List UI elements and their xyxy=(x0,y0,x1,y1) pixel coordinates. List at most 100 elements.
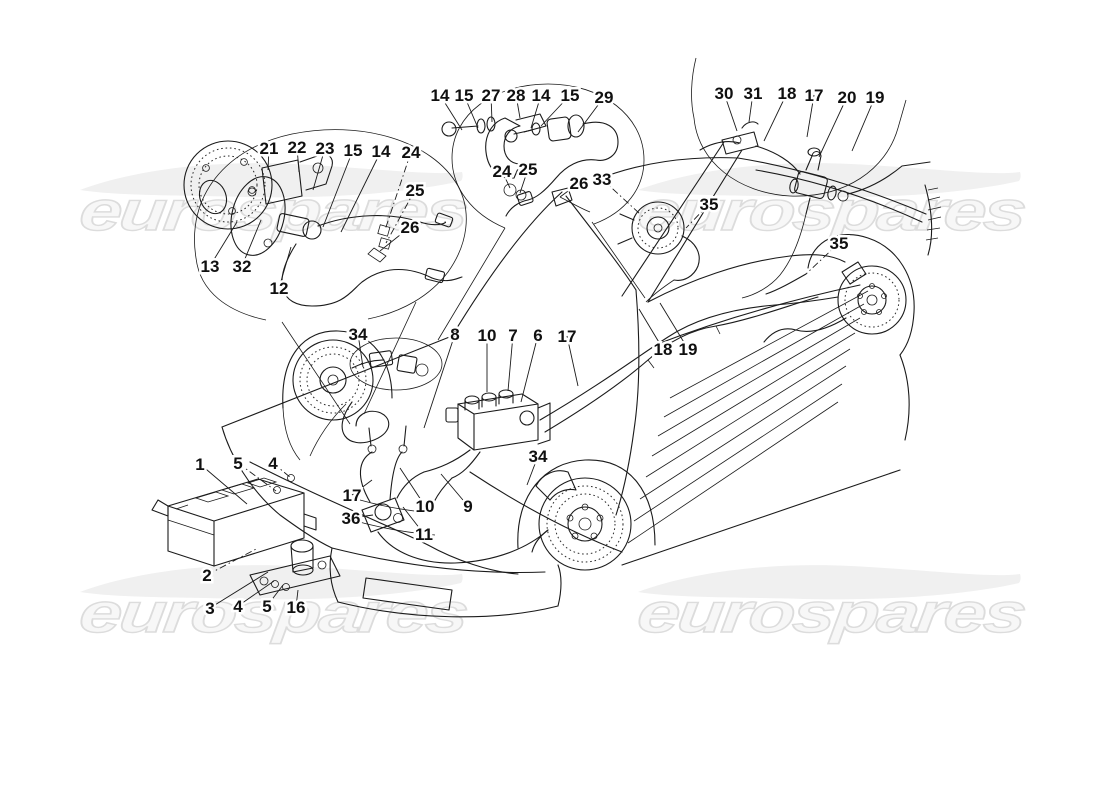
callout-label-27: 27 xyxy=(482,86,501,105)
callout-leader-25 xyxy=(385,189,416,244)
callout-label-35: 35 xyxy=(830,234,849,253)
callout-leader-36 xyxy=(350,514,374,519)
callout-label-16: 16 xyxy=(287,598,306,617)
callout-label-4: 4 xyxy=(268,454,278,473)
callout-leader-33 xyxy=(601,178,641,215)
brake-pipes xyxy=(396,213,839,503)
callout-label-12: 12 xyxy=(270,279,289,298)
callout-leader-30 xyxy=(723,92,738,132)
callout-leader-28 xyxy=(515,94,521,119)
callout-label-29: 29 xyxy=(595,88,614,107)
callout-label-18: 18 xyxy=(654,340,673,359)
watermark-text: eurospares xyxy=(635,179,1029,242)
callout-leader-25 xyxy=(519,168,529,194)
callout-label-15: 15 xyxy=(344,141,363,160)
callout-label-19: 19 xyxy=(866,88,885,107)
callout-label-3: 3 xyxy=(205,599,214,618)
callout-leader-7 xyxy=(507,334,514,392)
callout-label-23: 23 xyxy=(316,139,335,158)
callout-leader-34 xyxy=(357,333,364,368)
callout-leader-5 xyxy=(266,584,284,607)
callout-leader-21 xyxy=(267,147,270,171)
hydraulic-pump-unit xyxy=(617,201,700,303)
callout-label-19: 19 xyxy=(679,340,698,359)
callout-label-36: 36 xyxy=(342,509,361,528)
callout-leader-14 xyxy=(340,150,382,233)
callout-leader-5 xyxy=(237,462,277,492)
callout-label-17: 17 xyxy=(805,86,824,105)
eurospares-watermark: eurospares xyxy=(634,163,1029,243)
callout-label-15: 15 xyxy=(455,86,474,105)
callout-label-17: 17 xyxy=(558,327,577,346)
callout-leader-12 xyxy=(278,246,292,289)
watermark-text: eurospares xyxy=(77,179,471,242)
callout-label-26: 26 xyxy=(570,174,589,193)
callout-label-28: 28 xyxy=(507,86,526,105)
callout-label-14: 14 xyxy=(372,142,391,161)
callout-leader-35 xyxy=(685,203,710,229)
callout-label-6: 6 xyxy=(533,326,542,345)
callout-label-26: 26 xyxy=(401,218,420,237)
callout-label-7: 7 xyxy=(508,326,517,345)
callout-label-15: 15 xyxy=(561,86,580,105)
callout-leader-14 xyxy=(439,94,463,131)
callout-label-17: 17 xyxy=(343,486,362,505)
callout-leader-26 xyxy=(379,226,411,252)
callout-leader-3 xyxy=(209,571,269,609)
callout-label-22: 22 xyxy=(288,138,307,157)
callout-leader-16 xyxy=(295,589,299,608)
callout-leader-18 xyxy=(763,92,788,142)
callout-label-1: 1 xyxy=(195,455,204,474)
callout-leader-15 xyxy=(322,149,354,228)
callout-leader-18 xyxy=(638,308,664,350)
watermark-layer: eurospares eurospares eurospares eurospares xyxy=(76,163,1029,645)
callout-label-11: 11 xyxy=(415,525,433,544)
callout-label-24: 24 xyxy=(402,143,421,162)
callout-label-25: 25 xyxy=(406,181,425,200)
callout-leader-17 xyxy=(351,479,373,496)
front-brake-disc xyxy=(531,470,632,571)
proportioning-valve xyxy=(359,425,549,564)
callout-leader-2 xyxy=(206,547,259,576)
callout-leader-11 xyxy=(402,506,425,535)
eurospares-watermark: eurospares xyxy=(76,163,471,243)
callout-label-21: 21 xyxy=(260,139,279,158)
abs-hydraulic-unit xyxy=(423,389,551,479)
callout-leader-34 xyxy=(526,455,539,486)
callout-leader-17 xyxy=(806,94,815,138)
callout-leader-6 xyxy=(520,334,539,403)
callout-leader-32 xyxy=(241,219,262,267)
callout-label-14: 14 xyxy=(431,86,450,105)
callout-label-9: 9 xyxy=(463,497,472,516)
callout-label-34: 34 xyxy=(529,447,548,466)
watermark-text: eurospares xyxy=(77,581,471,644)
callout-label-13: 13 xyxy=(201,257,220,276)
callout-label-33: 33 xyxy=(593,170,612,189)
callout-leader-13 xyxy=(209,221,238,267)
callout-leader-17 xyxy=(566,335,579,387)
callout-label-8: 8 xyxy=(450,325,459,344)
callout-leader-4 xyxy=(272,462,292,479)
callout-leader-20 xyxy=(818,96,848,158)
detail-bubble-junction xyxy=(691,57,931,215)
callout-label-5: 5 xyxy=(233,454,242,473)
rear-brake-disc xyxy=(763,261,907,343)
callout-leader-22 xyxy=(296,146,300,173)
callout-leader-1 xyxy=(199,463,248,505)
front-left-brake-disc xyxy=(292,337,443,457)
callout-leader-10 xyxy=(399,467,426,507)
callout-leader-8 xyxy=(423,333,456,429)
callout-leader-23 xyxy=(312,147,326,191)
watermark-text: eurospares xyxy=(635,581,1029,644)
callout-leader-19 xyxy=(851,96,876,152)
callout-label-10: 10 xyxy=(478,326,497,345)
callout-label-25: 25 xyxy=(519,160,538,179)
callout-label-14: 14 xyxy=(532,86,551,105)
callout-label-20: 20 xyxy=(838,88,857,107)
callout-label-4: 4 xyxy=(233,597,243,616)
callout-leader-31 xyxy=(748,92,754,123)
callout-leader-15 xyxy=(540,94,571,127)
